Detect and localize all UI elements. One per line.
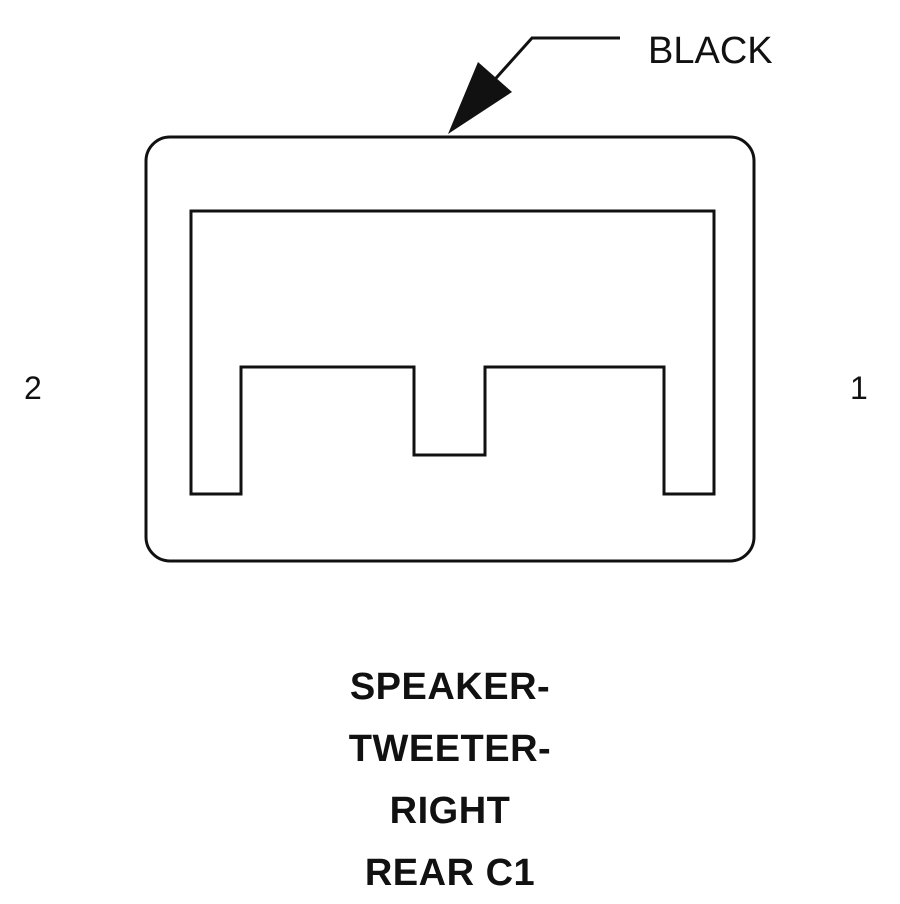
connector-housing [144, 135, 756, 563]
connector-color-label: BLACK [648, 30, 773, 72]
leader-arrowhead [448, 62, 512, 134]
connector-title: SPEAKER- TWEETER- RIGHT REAR C1 [250, 656, 650, 904]
connector-cavity [189, 209, 716, 496]
title-line-3: RIGHT [389, 790, 511, 832]
pin-1-label: 1 [850, 370, 868, 406]
pin-2-label: 2 [24, 370, 42, 406]
title-line-2: TWEETER- [348, 728, 552, 770]
leader-line [478, 36, 620, 98]
title-line-1: SPEAKER- [349, 666, 551, 708]
title-line-4: REAR C1 [364, 852, 536, 894]
